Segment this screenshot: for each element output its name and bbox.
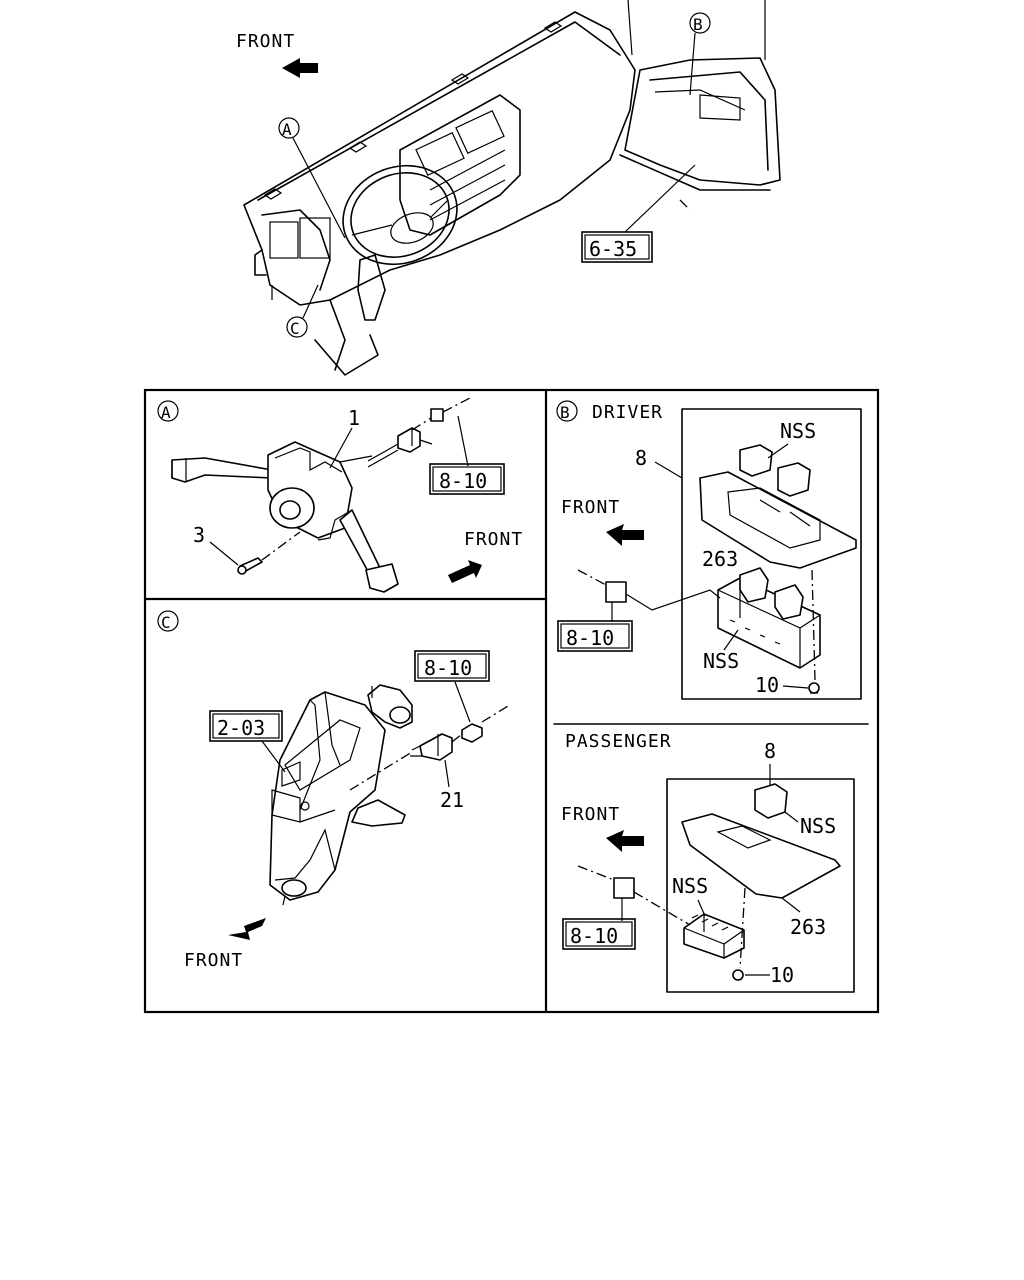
- panel-b-callout: B: [560, 403, 570, 422]
- panel-c-front-arrow: [228, 918, 266, 940]
- panel-c-callout: C: [161, 613, 171, 632]
- svg-text:B: B: [693, 15, 703, 34]
- panel-b-driver-window-switch: B DRIVER NSS 8 263 NSS 10 FRON: [556, 400, 862, 700]
- svg-text:C: C: [290, 319, 300, 338]
- driver-nss-bottom-label: NSS: [703, 649, 739, 673]
- svg-text:8-10: 8-10: [424, 656, 472, 680]
- panel-a-front-arrow: [448, 560, 482, 583]
- passenger-nss-right-label: NSS: [800, 814, 836, 838]
- panel-passenger-window-switch: PASSENGER 8 NSS 263 NSS 10 FRONT: [561, 731, 855, 993]
- driver-part-263-label: 263: [702, 547, 738, 571]
- panel-a-front-label: FRONT: [464, 529, 523, 550]
- passenger-part-263-label: 263: [790, 915, 826, 939]
- panel-c-column-ref-box: 2-03: [209, 710, 286, 773]
- passenger-part-10-label: 10: [770, 963, 794, 987]
- panel-b-ref-box: 8-10: [557, 620, 633, 652]
- svg-text:2-03: 2-03: [217, 716, 265, 740]
- panel-a-combination-switch: A 1 3 8-10 FRONT: [157, 397, 523, 593]
- passenger-nss-switch-label: NSS: [672, 874, 708, 898]
- overview-ref-box: 6-35: [581, 164, 696, 263]
- svg-text:A: A: [282, 120, 292, 139]
- panel-b-front-label: FRONT: [561, 497, 620, 518]
- part-21-label: 21: [440, 788, 464, 812]
- panel-b-title: DRIVER: [592, 402, 663, 423]
- detail-panels-frame: [143, 388, 880, 1014]
- overview-callout-b: B: [689, 12, 711, 96]
- passenger-part-8-label: 8: [764, 739, 776, 763]
- passenger-front-arrow: [606, 830, 644, 852]
- overview-front-arrow: [282, 58, 318, 78]
- part-1-label: 1: [348, 406, 360, 430]
- part-3-label: 3: [193, 523, 205, 547]
- panel-a-ref-box: 8-10: [429, 463, 505, 495]
- passenger-title: PASSENGER: [565, 731, 672, 752]
- overview-callout-c: C: [286, 284, 319, 338]
- svg-text:6-35: 6-35: [589, 237, 637, 261]
- panel-a-callout: A: [161, 403, 171, 422]
- panel-c-front-label: FRONT: [184, 950, 243, 971]
- passenger-ref-box: 8-10: [562, 918, 636, 950]
- panel-c-connector-ref-box: 8-10: [414, 650, 490, 682]
- driver-part-10-label: 10: [755, 673, 779, 697]
- panel-b-front-arrow: [606, 524, 644, 546]
- driver-part-8-label: 8: [635, 446, 647, 470]
- overview-front-label: FRONT: [236, 31, 295, 52]
- svg-text:8-10: 8-10: [439, 469, 487, 493]
- overview-callout-a: A: [278, 117, 346, 239]
- driver-nss-top-label: NSS: [780, 419, 816, 443]
- svg-text:8-10: 8-10: [570, 924, 618, 948]
- dashboard-overview: FRONT: [236, 0, 781, 376]
- panel-c-steering-column: C 21 8-10: [157, 610, 509, 971]
- svg-text:8-10: 8-10: [566, 626, 614, 650]
- passenger-front-label: FRONT: [561, 804, 620, 825]
